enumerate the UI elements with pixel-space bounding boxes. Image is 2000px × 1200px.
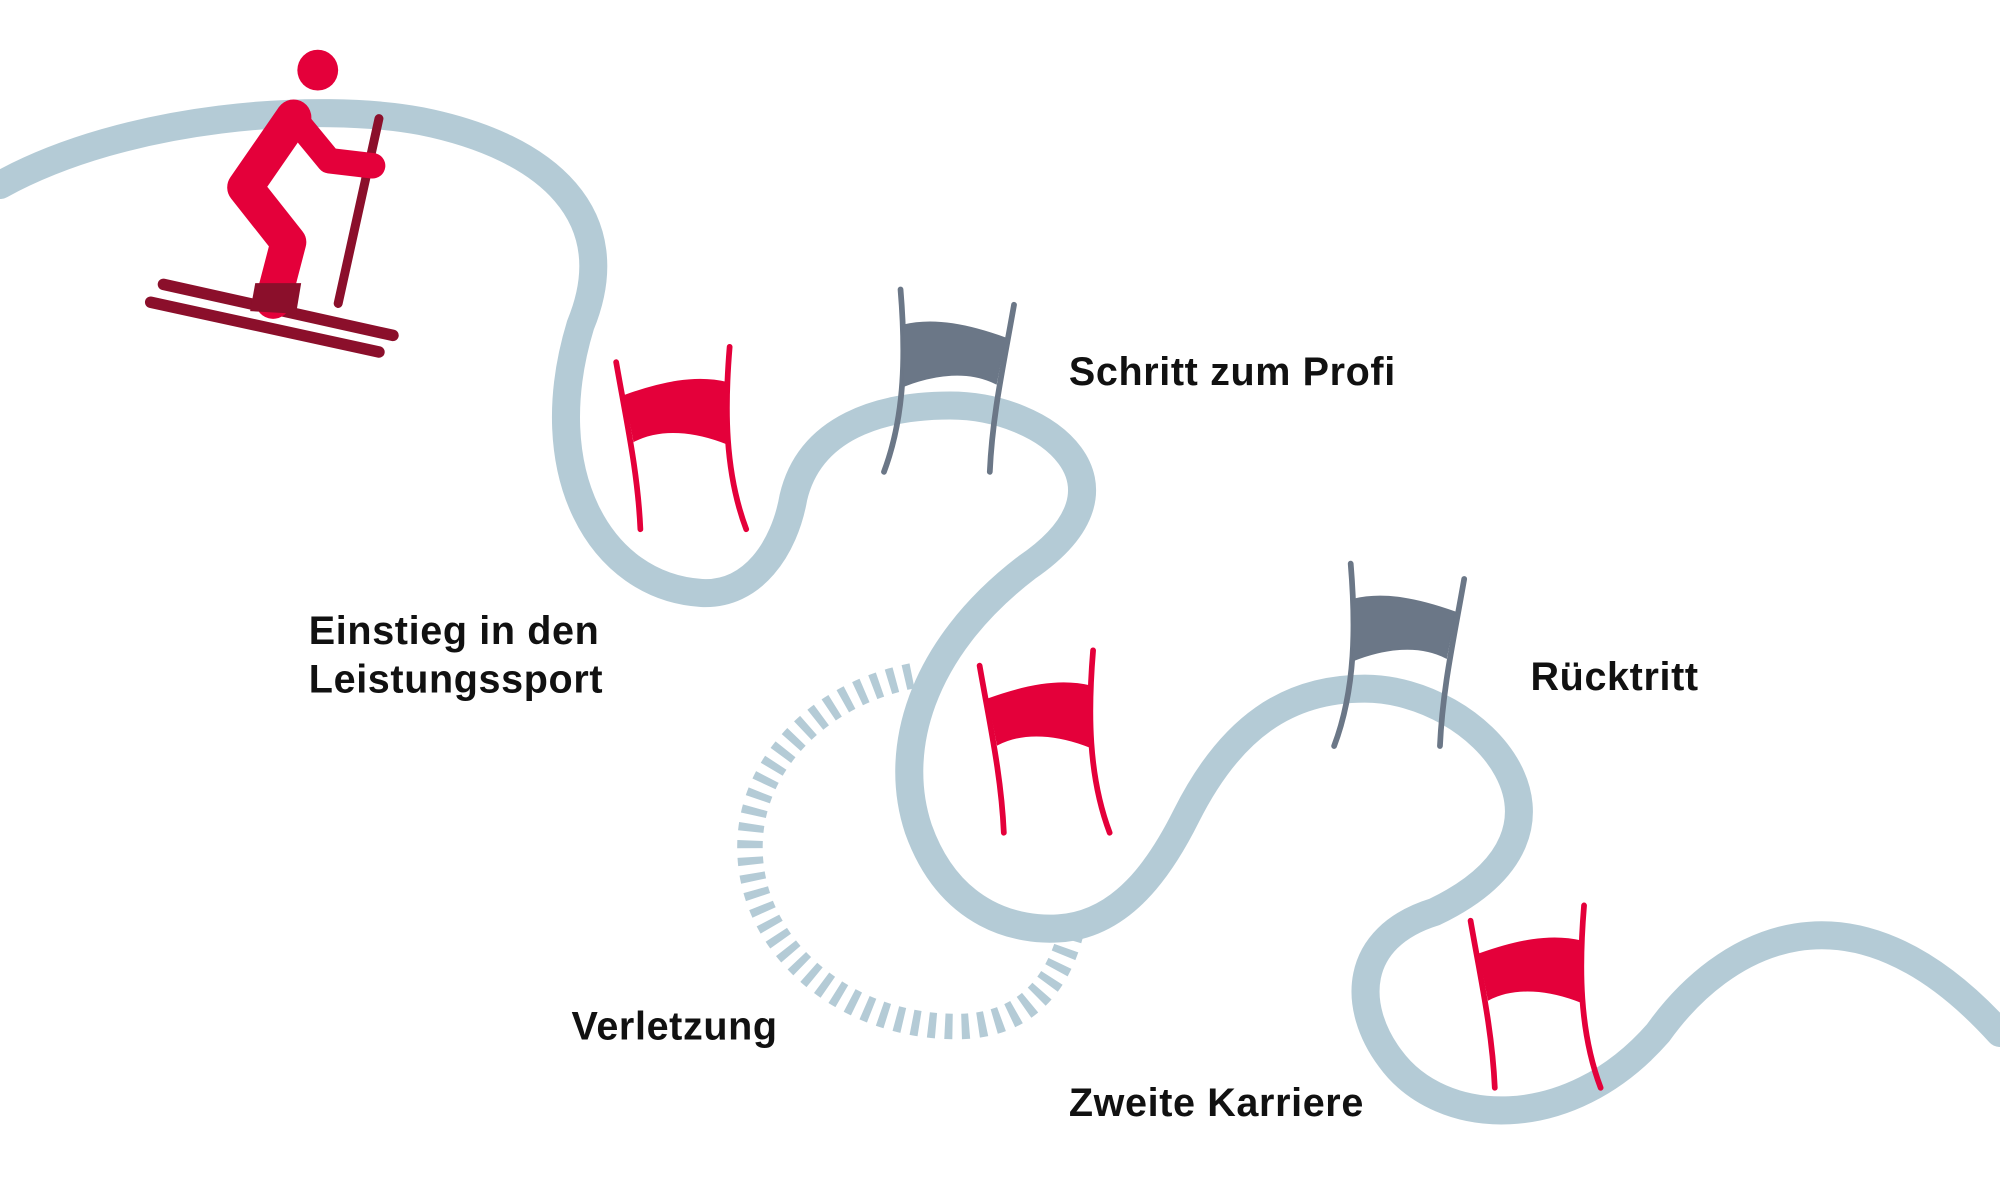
label-entry-line1: Einstieg in den bbox=[309, 609, 600, 653]
gray-gate-flag-icon bbox=[884, 289, 1014, 471]
label-injury: Verletzung bbox=[572, 1004, 778, 1048]
red-gate-flag-icon bbox=[616, 347, 746, 529]
career-track bbox=[0, 99, 2000, 1125]
red-gate-flag-icon bbox=[980, 650, 1110, 832]
gray-gate-flag-icon bbox=[1334, 564, 1464, 746]
skier-icon bbox=[144, 49, 399, 358]
injury-detour-path bbox=[737, 663, 1084, 1040]
label-second-career: Zweite Karriere bbox=[1069, 1081, 1364, 1125]
label-entry-line2: Leistungssport bbox=[309, 657, 603, 701]
label-step-to-pro: Schritt zum Profi bbox=[1069, 350, 1396, 394]
red-gate-flag-icon bbox=[1471, 905, 1601, 1087]
label-retirement: Rücktritt bbox=[1530, 655, 1698, 699]
